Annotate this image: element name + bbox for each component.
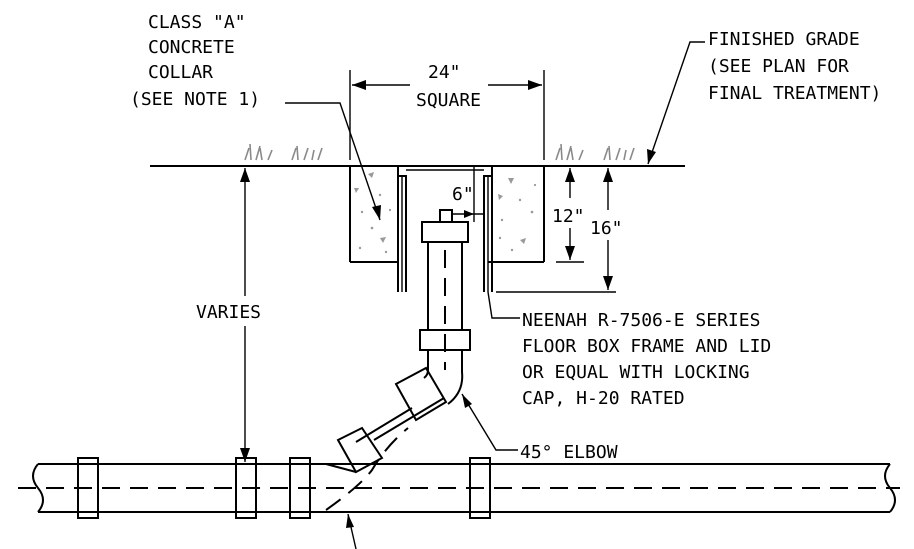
grade-label-line2: (SEE PLAN FOR	[708, 56, 849, 77]
frame-label-line4: CAP, H-20 RATED	[522, 388, 685, 409]
collar-label-line3: COLLAR	[148, 62, 213, 83]
dim-24-label: 24"	[428, 62, 461, 83]
frame-label-line1: NEENAH R-7506-E SERIES	[522, 310, 760, 331]
elbow-label: 45° ELBOW	[520, 442, 618, 463]
concrete-collar	[349, 166, 545, 263]
dim-varies	[240, 168, 250, 462]
grade-label-line1: FINISHED GRADE	[708, 29, 860, 50]
frame-label-line2: FLOOR BOX FRAME AND LID	[522, 336, 771, 357]
frame-label-line3: OR EQUAL WITH LOCKING	[522, 362, 750, 383]
main-pipe	[18, 250, 900, 519]
riser-pipe	[419, 209, 471, 405]
dim-12-label: 12"	[552, 206, 585, 227]
floor-box-frame	[395, 165, 495, 292]
dim-6-label: 6"	[452, 184, 474, 205]
collar-label-line1: CLASS "A"	[148, 12, 246, 33]
collar-label-line4: (SEE NOTE 1)	[130, 89, 260, 110]
dim-16-label: 16"	[590, 218, 623, 239]
leaders	[285, 41, 705, 549]
grass-symbols	[244, 143, 635, 161]
collar-label-line2: CONCRETE	[148, 37, 235, 58]
dim-square-label: SQUARE	[416, 90, 481, 111]
dim-depth	[496, 168, 616, 293]
grade-label-line3: FINAL TREATMENT)	[708, 83, 881, 104]
elbow-fitting	[325, 366, 448, 474]
dim-24-square	[349, 70, 545, 160]
dim-6-offset	[452, 166, 484, 222]
varies-label: VARIES	[196, 302, 261, 323]
